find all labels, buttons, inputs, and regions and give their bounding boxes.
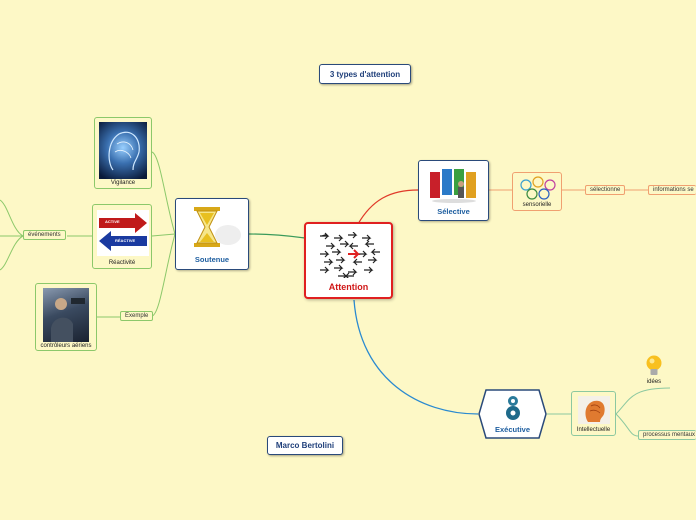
selective-node[interactable]: Sélective [418, 160, 489, 221]
exemple-node[interactable]: Exemple [120, 311, 154, 321]
author-node[interactable]: Marco Bertolini [267, 436, 343, 455]
active-reactive-image: ACTIVE RÉACTIVE [97, 210, 149, 256]
senses-icon [520, 176, 556, 200]
doors-choice-icon [430, 169, 476, 203]
intellectuelle-node[interactable]: Intellectuelle [571, 391, 616, 436]
active-reactive-arrows-icon [99, 213, 147, 251]
idees-label: idées [646, 379, 662, 385]
selectionne-node[interactable]: sélectionne [585, 185, 626, 195]
reactivite-node[interactable]: ACTIVE RÉACTIVE Réactivité [92, 204, 152, 269]
connector-soutenue-vigilance [151, 151, 176, 235]
brain-head-image [578, 396, 610, 424]
informations-node[interactable]: informations se [648, 185, 696, 195]
connector-evenements-left1 [0, 199, 24, 237]
vigilance-label: Vigilance [110, 180, 136, 186]
central-node[interactable]: Attention [304, 222, 393, 299]
connector-soutenue-reactivite [151, 233, 176, 237]
selective-node-title: Sélective [437, 207, 470, 216]
connector-center-selective [357, 189, 419, 225]
head-outline-icon [108, 131, 140, 171]
soutenue-node-title: Soutenue [194, 255, 230, 264]
soutenue-node[interactable]: Soutenue [175, 198, 249, 270]
idees-node[interactable]: idées [638, 352, 670, 388]
gears-icon [506, 396, 520, 420]
connector-center-executive [353, 299, 479, 415]
sensorielle-node[interactable]: sensorielle [512, 172, 562, 211]
orange-brain-head-icon [585, 400, 605, 422]
connector-evenements-left3 [0, 235, 24, 271]
processus-node[interactable]: processus mentaux [638, 430, 696, 440]
central-node-title: Attention [328, 282, 369, 292]
active-text: ACTIVE [105, 219, 120, 224]
connector-intellectuelle-idees [615, 387, 671, 415]
sensorielle-label: sensorielle [522, 202, 552, 208]
executive-node-title: Exécutive [494, 425, 531, 434]
connector-center-soutenue [248, 233, 306, 239]
arrows-crowd-icon [320, 232, 380, 278]
intellectuelle-label: Intellectuelle [576, 427, 611, 433]
lightbulb-icon [646, 355, 662, 375]
brain-scan-image [99, 122, 147, 179]
connector-soutenue-exemple [151, 233, 176, 317]
controller-figure-icon [51, 298, 85, 342]
hourglass-icon [194, 207, 241, 247]
title-node[interactable]: 3 types d'attention [319, 64, 411, 84]
controleurs-node[interactable]: contrôleurs aériens [35, 283, 97, 351]
vigilance-node[interactable]: Vigilance [94, 117, 152, 189]
reactive-text: RÉACTIVE [115, 238, 136, 243]
executive-node[interactable]: Exécutive [478, 389, 547, 439]
reactivite-label: Réactivité [108, 260, 136, 266]
air-traffic-controller-image [43, 288, 89, 342]
controleurs-label: contrôleurs aériens [40, 343, 92, 349]
evenements-node[interactable]: événements [23, 230, 66, 240]
connector-intellectuelle-processus [615, 413, 639, 437]
